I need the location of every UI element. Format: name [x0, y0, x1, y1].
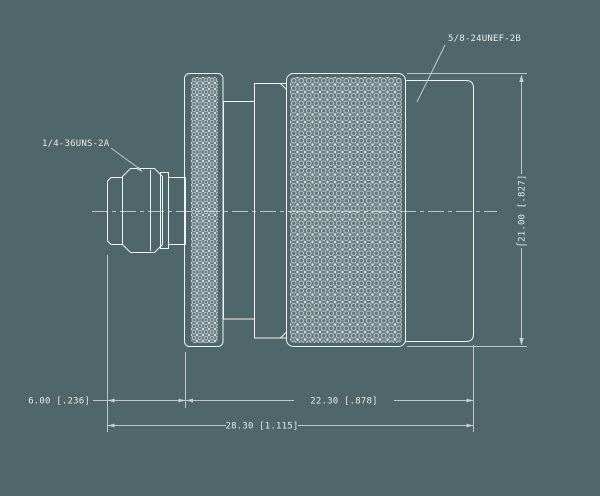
chamfer-line-bottom: [280, 331, 287, 339]
step-cylinder-large: [254, 83, 287, 339]
sma-thread-barrel: [107, 177, 123, 245]
body-knurl-texture: [290, 77, 402, 343]
body-length-text: 22.30 [.878]: [310, 397, 377, 407]
diameter-dimension-text: ⌠21.00 [.827]: [516, 174, 528, 247]
leader-line-left: [110, 147, 142, 171]
sma-length-text: 6.00 [.236]: [28, 397, 90, 407]
arrowhead-overall-left: [107, 423, 115, 428]
arrowhead-up: [519, 74, 524, 82]
step-cylinder-small: [223, 101, 255, 320]
sma-washer: [160, 172, 169, 249]
arrowhead-overall-right: [466, 423, 474, 428]
arrowhead-down: [519, 338, 524, 346]
knurled-flange: [184, 73, 224, 347]
arrowhead-body-right: [466, 398, 474, 403]
leader-arrow-left: [136, 166, 143, 172]
arrowhead-body-left: [186, 398, 193, 403]
sma-connector: [107, 168, 186, 253]
sma-hex-nut: [122, 168, 163, 253]
thread-callout-top: 5/8-24UNEF-2B: [416, 34, 521, 103]
body-length-dimension: 22.30 [.878]: [185, 397, 474, 407]
sma-length-dimension: 6.00 [.236]: [28, 397, 186, 407]
overall-length-text: 28.30 [1.115]: [225, 422, 298, 432]
overall-length-dimension: 28.30 [1.115]: [107, 422, 474, 432]
chamfer-line-top: [280, 83, 287, 90]
thread-label-left: 1/4-36UNS-2A: [42, 139, 110, 149]
thread-label-top: 5/8-24UNEF-2B: [448, 34, 521, 44]
knurled-coupling-body: [286, 73, 406, 347]
diameter-dimension: ⌠21.00 [.827]: [407, 73, 528, 347]
flange-knurl-texture: [191, 77, 218, 343]
arrowhead-sma-left: [107, 398, 115, 403]
thread-callout-left: 1/4-36UNS-2A: [42, 139, 143, 172]
arrowhead-sma-right: [178, 398, 186, 403]
sma-collar: [168, 177, 186, 245]
coupling-nut-rear: [405, 80, 474, 342]
